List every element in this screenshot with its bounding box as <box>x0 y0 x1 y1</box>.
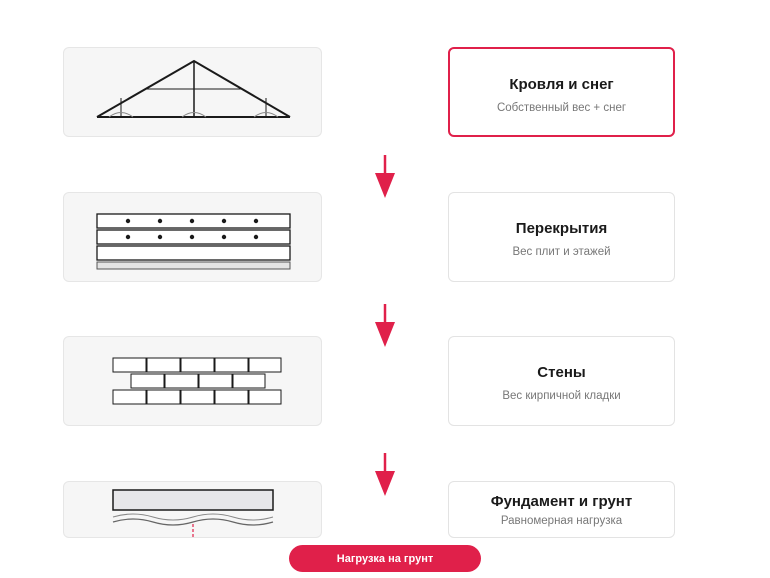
layer-subtitle: Собственный вес + снег <box>496 102 627 114</box>
wall-illustration <box>63 336 322 426</box>
layer-card-floors[interactable]: Перекрытия Вес плит и этажей <box>448 192 675 282</box>
layer-subtitle: Равномерная нагрузка <box>500 515 623 527</box>
ground-load-badge[interactable]: Нагрузка на грунт <box>289 545 481 572</box>
floor-slabs-icon <box>96 213 291 270</box>
layer-subtitle: Вес кирпичной кладки <box>502 390 621 402</box>
layer-card-walls[interactable]: Стены Вес кирпичной кладки <box>448 336 675 426</box>
roof-truss-icon <box>96 59 291 118</box>
brick-wall-icon <box>112 357 282 405</box>
layer-title: Стены <box>537 364 586 381</box>
layer-card-roof[interactable]: Кровля и снег Собственный вес + снег <box>448 47 675 137</box>
arrow-down-icon <box>375 453 395 496</box>
layer-title: Фундамент и грунт <box>490 493 633 510</box>
arrow-down-icon <box>375 304 395 347</box>
layer-title: Кровля и снег <box>509 76 614 93</box>
floor-illustration <box>63 192 322 282</box>
layer-title: Перекрытия <box>515 220 608 237</box>
layer-card-foundation[interactable]: Фундамент и грунт Равномерная нагрузка <box>448 481 675 538</box>
arrow-down-icon <box>375 155 395 198</box>
roof-illustration <box>63 47 322 137</box>
layer-subtitle: Вес плит и этажей <box>512 246 611 258</box>
foundation-soil-icon <box>112 489 274 539</box>
foundation-illustration <box>63 481 322 539</box>
